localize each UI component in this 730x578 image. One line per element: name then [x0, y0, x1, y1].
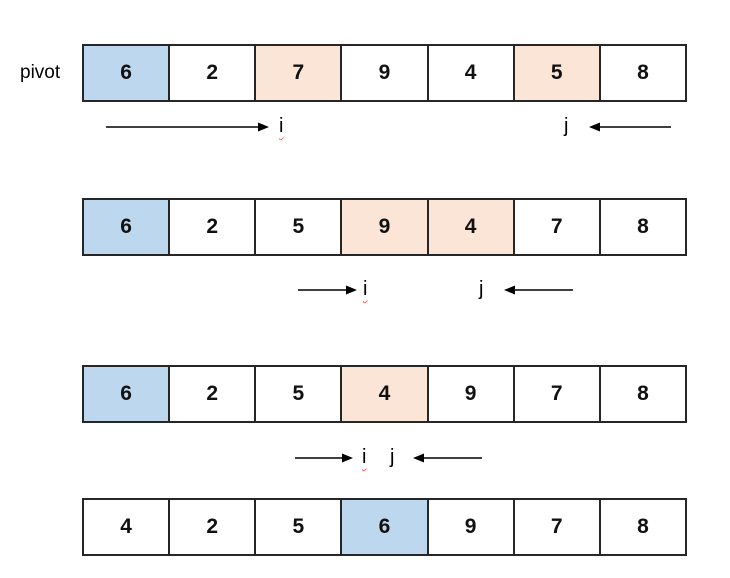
array-cell: 4 [340, 367, 427, 421]
array-cell: 4 [120, 515, 132, 538]
array-cell: 5 [512, 46, 599, 100]
left-arrow-icon [413, 453, 482, 463]
array-cell: 9 [426, 367, 513, 421]
array-cell: 7 [512, 200, 599, 254]
array-cell: 6 [84, 367, 169, 421]
array-cell: 8 [598, 46, 685, 100]
array-cell: 5 [254, 500, 340, 554]
array-cell: 4 [426, 46, 513, 100]
array-cell: 2 [168, 200, 254, 254]
array-cell: 4 [426, 200, 513, 254]
pointer-i-label: i [362, 446, 367, 468]
array-cell: 9 [340, 46, 426, 100]
array-cell: 8 [598, 367, 685, 421]
array-cell: 5 [254, 200, 340, 254]
pointer-i-label: i [363, 278, 368, 300]
array-cell: 8 [598, 500, 685, 554]
array-row-step-2: 6 2 5 9 4 7 8 [82, 198, 687, 256]
array-cell: 2 [168, 367, 254, 421]
array-cell: 8 [598, 200, 685, 254]
array-cell: 6 [84, 46, 169, 100]
array-row-step-4: 4 2 5 6 9 7 8 [82, 498, 687, 556]
array-cell: 9 [426, 500, 513, 554]
array-cell: 2 [168, 46, 254, 100]
array-cell: 6 [340, 500, 427, 554]
right-arrow-icon [295, 453, 353, 463]
pointer-i-label: i [279, 115, 284, 137]
array-cell: 2 [168, 500, 254, 554]
array-cell: 9 [340, 200, 427, 254]
right-arrow-icon [106, 122, 269, 132]
array-row-step-1: 6 2 7 9 4 5 8 [82, 44, 687, 102]
array-cell: 7 [512, 367, 599, 421]
pointer-j-label: j [564, 115, 569, 137]
left-arrow-icon [504, 285, 573, 295]
right-arrow-icon [298, 285, 357, 295]
array-cell: 6 [84, 200, 169, 254]
array-cell: 7 [254, 46, 341, 100]
array-cell: 5 [254, 367, 340, 421]
pointer-j-label: j [479, 278, 484, 300]
array-cell: 7 [512, 500, 599, 554]
array-row-step-3: 6 2 5 4 9 7 8 [82, 365, 687, 423]
left-arrow-icon [589, 122, 671, 132]
pointer-j-label: j [390, 446, 395, 468]
pivot-label: pivot [20, 62, 61, 83]
